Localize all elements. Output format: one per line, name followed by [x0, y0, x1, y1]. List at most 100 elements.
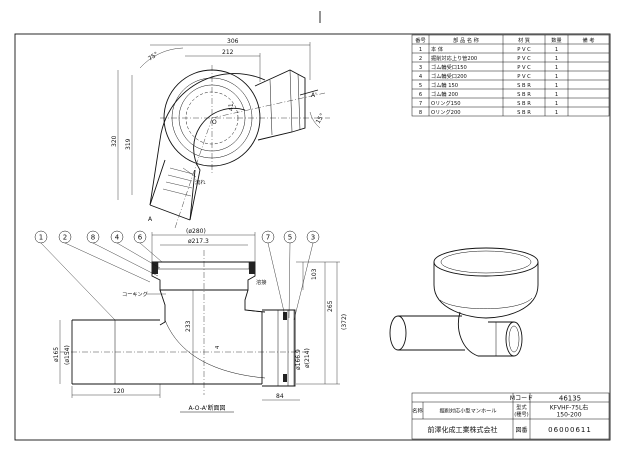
parts-cell-qty: 1	[555, 92, 558, 98]
svg-text:4: 4	[115, 234, 120, 242]
parts-table-row: 6 ゴム輪 200 S B R 1	[419, 90, 558, 98]
name-value: 掘削対応小型マンホール	[439, 407, 496, 415]
parts-cell-qty: 1	[555, 83, 558, 89]
parts-header-name: 部 品 名 称	[453, 36, 479, 44]
parts-header-no: 番号	[415, 37, 425, 44]
parts-cell-name: Oリング150	[431, 99, 461, 107]
part-balloon-8: 8	[86, 230, 159, 277]
parts-table-row: 4 ゴム輪受口200 P V C 1	[419, 72, 558, 80]
parts-cell-material: S B R	[517, 101, 531, 107]
parts-cell-no: 2	[419, 56, 422, 62]
drawing-number-label: 図番	[515, 427, 527, 434]
dim-1669: ø166.9	[295, 349, 302, 370]
title-block: Mコード 46135 名称 掘削対応小型マンホール 型式 (種号) KFVHF-…	[411, 392, 610, 440]
parts-table-row: 5 ゴム輪 150 S B R 1	[419, 81, 558, 89]
svg-text:6: 6	[138, 234, 143, 242]
part-balloon-1: 1	[34, 230, 116, 321]
parts-cell-name: 掘削対応上り管200	[431, 54, 477, 62]
parts-cell-no: 4	[419, 74, 423, 80]
parts-cell-qty: 1	[555, 56, 558, 62]
parts-table-row: 7 Oリング150 S B R 1	[419, 99, 558, 107]
label-o: O	[212, 119, 217, 126]
dim-84: 84	[276, 393, 284, 400]
model-label-sub: (種号)	[514, 410, 528, 418]
parts-cell-no: 1	[419, 47, 422, 53]
part-balloon-2: 2	[58, 230, 151, 283]
parts-cell-material: P V C	[517, 47, 531, 53]
parts-cell-name: ゴム輪 150	[431, 81, 458, 89]
dim-103: 103	[311, 268, 318, 280]
parts-cell-name: ゴム輪受口200	[431, 72, 467, 80]
parts-cell-no: 5	[419, 83, 422, 89]
svg-text:1: 1	[39, 234, 43, 242]
section-caption: A-O-A'断面図	[189, 404, 226, 412]
svg-text:2: 2	[63, 234, 67, 242]
parts-cell-material: P V C	[517, 74, 531, 80]
parts-cell-material: P V C	[517, 56, 531, 62]
section-view: (ø280) ø217.3 103 265	[34, 228, 348, 413]
model-value-1: KFVHF-75L右	[550, 404, 589, 412]
dim-2147: ø(214)	[304, 348, 311, 368]
parts-header-qty: 数量	[551, 36, 561, 44]
m-code-value: 46135	[559, 395, 581, 403]
label-flow: 流れ	[195, 178, 206, 186]
parts-cell-name: ゴム輪受口150	[431, 63, 467, 71]
part-balloon-5: 5	[283, 230, 297, 319]
dim-319: 319	[125, 138, 132, 150]
part-balloon-7: 7	[261, 230, 286, 317]
parts-cell-name: 本 体	[431, 45, 444, 53]
part-balloon-6: 6	[133, 230, 163, 263]
parts-header-remarks: 備 考	[582, 36, 594, 44]
dim-4: 4	[215, 345, 221, 349]
parts-cell-no: 8	[419, 110, 422, 116]
parts-cell-material: S B R	[517, 92, 531, 98]
dim-320: 320	[111, 135, 118, 147]
label-caulking: コーキング	[122, 290, 148, 298]
parts-table-row: 1 本 体 P V C 1	[419, 45, 558, 53]
parts-cell-qty: 1	[555, 101, 558, 107]
label-a-prime: A'	[311, 92, 317, 99]
parts-cell-name: Oリング200	[431, 108, 461, 116]
parts-cell-material: P V C	[517, 65, 531, 71]
parts-cell-material: S B R	[517, 83, 531, 89]
parts-table-row: 8 Oリング200 S B R 1	[419, 108, 558, 116]
svg-text:3: 3	[311, 234, 315, 242]
drawing-frame	[14, 33, 611, 441]
company-name: 前澤化成工業株式会社	[428, 425, 498, 434]
parts-header-material: 材 質	[518, 36, 530, 44]
dim-120: 120	[113, 388, 125, 395]
drawing-number-value: 06000611	[548, 426, 592, 434]
parts-cell-no: 7	[419, 101, 422, 107]
angle-75: 75°	[147, 51, 160, 63]
dim-165: ø165	[53, 347, 60, 362]
isometric-view	[389, 247, 539, 357]
dim-41: 41	[228, 103, 235, 111]
dim-2173: ø217.3	[188, 238, 209, 245]
dim-212: 212	[222, 49, 234, 56]
dim-372: (372)	[341, 314, 348, 330]
parts-cell-name: ゴム輪 200	[431, 90, 458, 98]
part-balloon-3: 3	[293, 230, 320, 321]
svg-text:5: 5	[288, 234, 292, 242]
dim-154: (ø154)	[64, 345, 71, 365]
parts-cell-qty: 1	[555, 47, 558, 53]
parts-cell-material: S B R	[517, 110, 531, 116]
dim-233: 233	[185, 320, 192, 332]
svg-text:8: 8	[91, 234, 95, 242]
parts-cell-qty: 1	[555, 110, 558, 116]
label-note: 溶接	[256, 278, 266, 286]
svg-text:7: 7	[266, 234, 270, 242]
label-a: A	[148, 216, 153, 223]
name-label: 名称	[412, 407, 422, 415]
dim-265: 265	[327, 300, 334, 312]
top-view: 306 212 75°	[111, 38, 330, 229]
dim-280: (ø280)	[186, 228, 206, 235]
parts-cell-qty: 1	[555, 74, 558, 80]
angle-15: 15°	[315, 112, 326, 125]
model-label: 型式	[516, 403, 527, 411]
parts-cell-no: 6	[419, 92, 422, 98]
parts-cell-no: 3	[419, 65, 422, 71]
m-code-label: Mコード	[510, 395, 533, 402]
dim-306: 306	[227, 38, 239, 45]
